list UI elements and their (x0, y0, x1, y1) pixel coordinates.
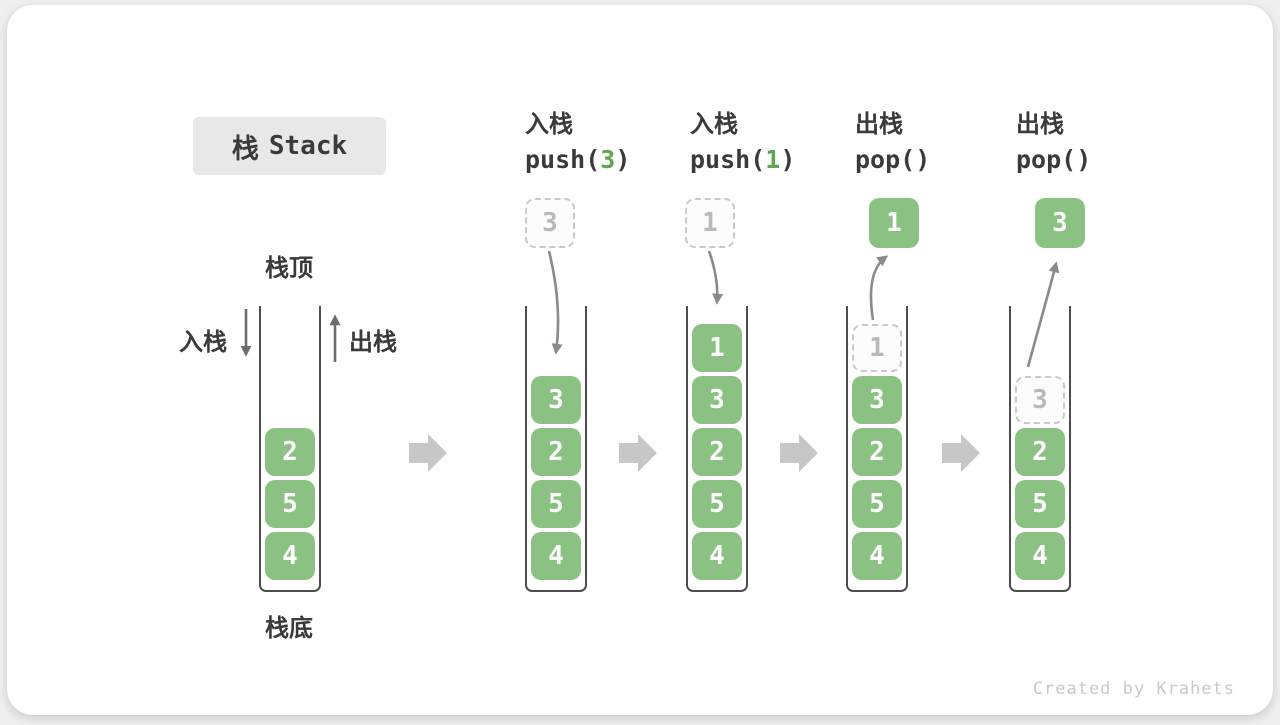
stack-item: 5 (265, 480, 315, 528)
stack-item: 2 (692, 428, 742, 476)
stage-header-push-3: 入栈 push(3) (525, 109, 630, 176)
stack-item: 3 (852, 376, 902, 424)
stack-item: 4 (1015, 532, 1065, 580)
stack-item: 3 (692, 376, 742, 424)
stage-transition-arrow (780, 434, 818, 472)
operation-code: pop() (1016, 144, 1091, 176)
stack-after-pop-3: 3 2 5 4 (1009, 306, 1071, 592)
operation-code: push(3) (525, 144, 630, 176)
stage-header-push-1: 入栈 push(1) (690, 109, 795, 176)
stage-transition-arrow (409, 434, 447, 472)
stack-item: 4 (852, 532, 902, 580)
stack-item: 4 (531, 532, 581, 580)
code-pre: pop( (855, 145, 916, 174)
diagram-title-box: 栈 Stack (193, 117, 386, 175)
code-post: ) (915, 145, 931, 174)
label-push: 入栈 (179, 329, 227, 356)
stack-item: 5 (852, 480, 902, 528)
code-post: ) (615, 145, 631, 174)
floating-value-push-1: 1 (685, 198, 735, 248)
stack-item: 5 (531, 480, 581, 528)
stack-item: 1 (692, 324, 742, 372)
stack-item: 3 (531, 376, 581, 424)
operation-label: 入栈 (525, 111, 573, 138)
stack-after-push-1: 1 3 2 5 4 (686, 306, 748, 592)
code-pre: pop( (1016, 145, 1077, 174)
stack-item: 5 (692, 480, 742, 528)
operation-code: pop() (855, 144, 930, 176)
code-pre: push( (525, 145, 601, 174)
stack-item: 5 (1015, 480, 1065, 528)
stack-initial: 2 5 4 (259, 306, 321, 592)
operation-code: push(1) (690, 144, 795, 176)
label-stack-bottom: 栈底 (265, 615, 313, 642)
label-stack-top: 栈顶 (265, 255, 313, 282)
code-arg: 3 (600, 145, 616, 174)
credit-text: Created by Krahets (1032, 679, 1235, 699)
stack-item: 1 (852, 324, 902, 372)
stage-header-pop-1: 出栈 pop() (855, 109, 930, 176)
floating-value-pop-3: 3 (1035, 198, 1085, 248)
stack-after-pop-1: 1 3 2 5 4 (846, 306, 908, 592)
stage-header-pop-3: 出栈 pop() (1016, 109, 1091, 176)
code-arg: 1 (765, 145, 781, 174)
floating-value-pop-1: 1 (869, 198, 919, 248)
stack-item: 2 (852, 428, 902, 476)
operation-label: 出栈 (1016, 111, 1064, 138)
title-en: Stack (268, 131, 348, 161)
operation-label: 入栈 (690, 111, 738, 138)
title-cn: 栈 (231, 133, 259, 164)
stack-item: 3 (1015, 376, 1065, 424)
push-1-arrow (707, 250, 724, 305)
code-post: ) (780, 145, 796, 174)
stage-transition-arrow (942, 434, 980, 472)
stack-item: 2 (265, 428, 315, 476)
code-pre: push( (690, 145, 766, 174)
code-post: ) (1076, 145, 1092, 174)
stack-item: 2 (1015, 428, 1065, 476)
floating-value-push-3: 3 (525, 198, 575, 248)
stage-transition-arrow (619, 434, 657, 472)
stack-item: 4 (692, 532, 742, 580)
stack-item: 4 (265, 532, 315, 580)
stack-item: 2 (531, 428, 581, 476)
stack-after-push-3: 3 2 5 4 (525, 306, 587, 592)
label-pop: 出栈 (349, 329, 397, 356)
operation-label: 出栈 (855, 111, 903, 138)
